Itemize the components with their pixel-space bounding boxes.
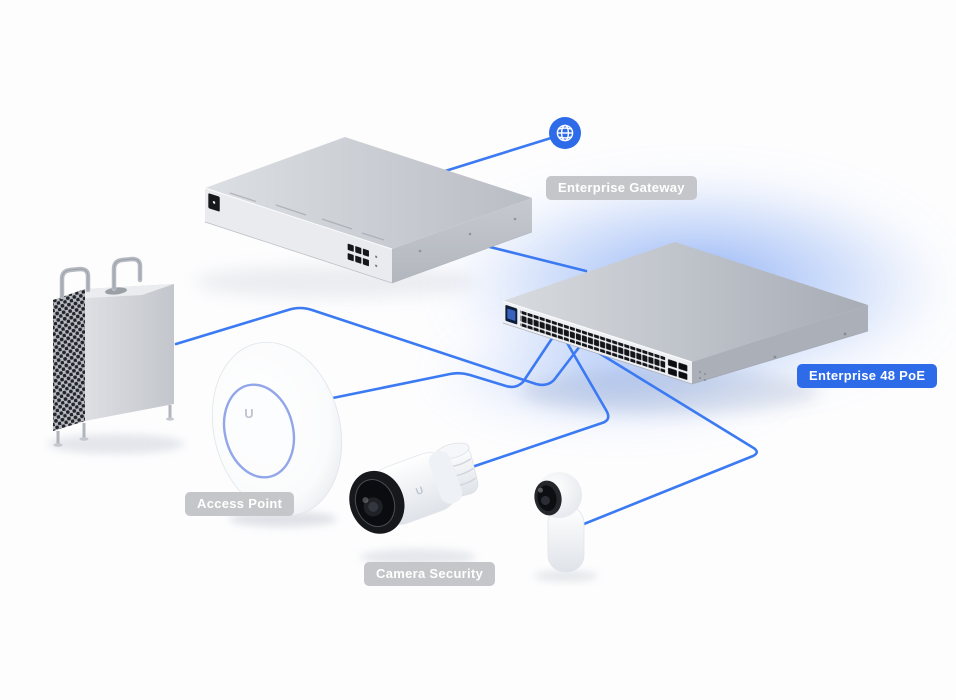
switch-bottom-edge [502,322,869,385]
connection-internet-gateway [440,136,553,174]
gateway-bottom-edge [204,221,533,284]
computer-feet-pads [53,417,174,447]
bullet-camera-body-group: U [349,451,463,534]
gateway-top-face [205,137,532,249]
switch-touchscreen-glow [507,308,516,321]
computer-top-vent-oval [105,287,127,295]
internet-globe-icon [556,124,574,142]
connection-computer-switch [174,306,582,387]
switch-top-face [503,242,868,362]
computer-handles-shade [61,258,141,297]
internet-node[interactable] [549,117,581,149]
computer-front-hole-grid [53,289,85,431]
gateway-right-face [392,198,532,283]
switch-sfp-ports [667,359,688,380]
gateway-shadow [195,266,475,298]
bullet-camera-lens-highlight [362,497,369,504]
gateway-front-details [208,193,378,268]
computer-side-face [85,284,174,421]
switch-right-face [692,305,868,384]
gateway-top-vents [229,192,385,241]
switch-port-panel [505,305,688,380]
computer-shadow [48,434,184,454]
gateway-label-badge[interactable]: Enterprise Gateway [546,176,697,200]
connection-accesspoint-switch [316,335,555,403]
switch-front-edge-highlight [502,300,693,363]
enterprise-gateway-device[interactable] [204,137,533,284]
bullet-camera-shadow [360,549,476,565]
bullet-camera-lens-glass [368,501,379,512]
switch-label-badge[interactable]: Enterprise 48 PoE [797,364,938,388]
bullet-camera-logo: U [414,485,425,498]
gateway-screen-led [212,201,216,204]
switch-rj45-port-grid [520,310,666,373]
compact-camera-lens-glass [540,495,550,505]
compact-camera-lens-highlight [538,487,544,493]
computer-feet [56,405,172,444]
gateway-front-edge-highlight [204,187,393,250]
connection-bulletcamera-switch [470,339,610,469]
compact-camera-lens-group [534,480,562,516]
camera-label-badge[interactable]: Camera Security [364,562,496,586]
access-point-led-ring [222,383,296,479]
access-point-logo: U [244,406,253,421]
connection-compactcamera-switch [567,348,759,532]
gateway-port-block [347,243,369,267]
enterprise-48-poe-switch-device[interactable] [502,242,869,385]
access-point-label-badge[interactable]: Access Point [185,492,295,516]
gateway-side-screws [418,217,517,253]
bullet-camera-device[interactable]: U [341,440,481,565]
gateway-led-dot-2 [375,264,378,268]
switch-side-screws [699,332,847,381]
desktop-computer-device[interactable] [53,256,174,447]
switch-shadow [520,370,820,414]
gateway-front-face [205,188,392,283]
compact-camera-shadow [534,570,598,582]
bullet-camera-rear-cap [428,451,463,504]
gateway-led-dot-1 [375,255,378,259]
compact-camera-device[interactable] [532,472,598,582]
